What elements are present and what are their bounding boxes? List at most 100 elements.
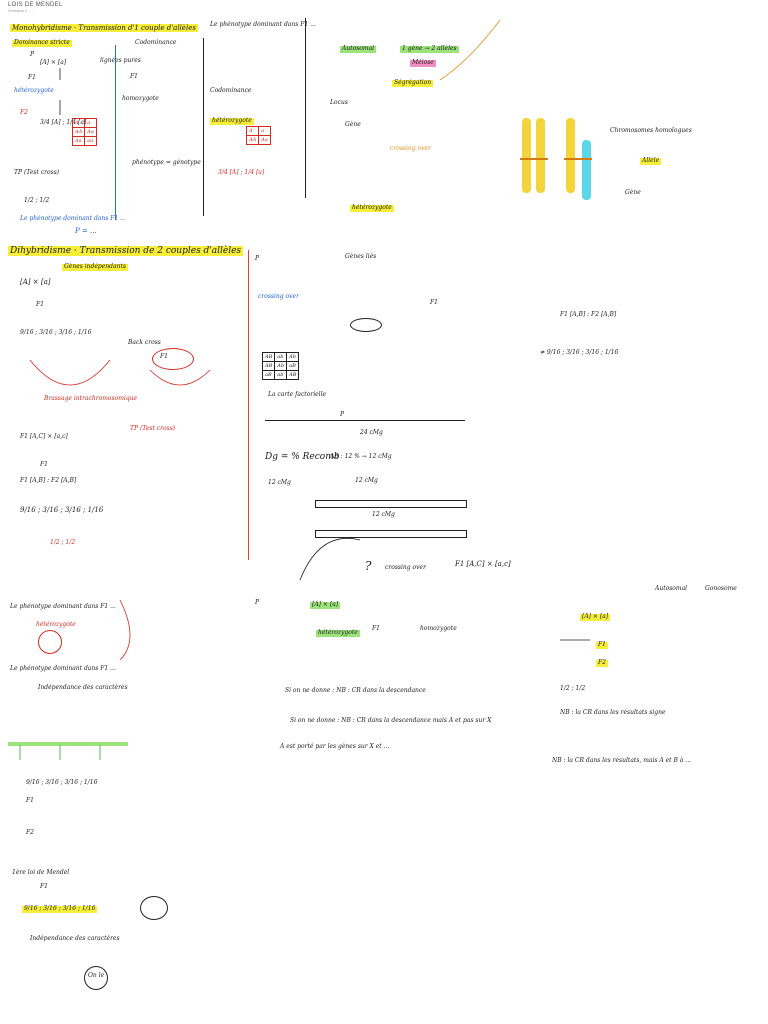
lower-mid-legend: homozygote	[420, 625, 457, 632]
ratio-note: 3/4 [A] ; 1/4 [a]	[40, 119, 87, 126]
di-f1: F1	[36, 301, 44, 308]
codom-f1: F1	[130, 73, 138, 80]
lr-autosomal: Autosomal	[655, 585, 688, 592]
lr-nb1: NB : la CR dans les résultats signe	[560, 709, 666, 716]
codominance-divider	[115, 45, 116, 220]
lower-f1: F1	[26, 797, 34, 804]
comment-note: crossing over	[385, 564, 426, 571]
mendel-law-title: 1ère loi de Mendel	[12, 869, 70, 876]
locus-note: Locus	[330, 99, 348, 106]
top-mid-divider	[305, 18, 306, 198]
bc-f1: F1	[160, 353, 168, 360]
note-cr: Si on ne donne : NB : CR dans la descend…	[285, 687, 426, 694]
red-note-f2: F2	[20, 109, 28, 116]
map-line-1	[265, 420, 465, 421]
page-header: LOIS DE MENDEL Semaine 1 · ...	[8, 2, 63, 13]
f1-label: F1	[28, 74, 36, 81]
lower-intro: Le phénotype dominant dans F1 ...	[10, 603, 116, 610]
yellow-bottom-note: hétérozygote	[350, 204, 394, 212]
mono-title: Monohybridisme · Transmission d'1 couple…	[10, 24, 198, 33]
lower-mid-intro: P	[255, 599, 260, 606]
pure-lines-note: lignées pures	[100, 57, 141, 64]
codominance-title: Codominance	[135, 39, 177, 46]
di-intra-cross: F1 [A,C] × [a,c]	[20, 433, 68, 440]
lower-red-note: hétérozygote	[36, 621, 76, 628]
mid-highlight: hétérozygote	[210, 117, 254, 125]
lower-red-circle	[38, 630, 62, 654]
cross-aa: [A] × [a]	[40, 59, 67, 66]
bar-cmg: 12 cMg	[372, 511, 395, 518]
dihybride-title: Dihybridisme · Transmission de 2 couples…	[8, 246, 244, 257]
mid-red-divider	[248, 250, 249, 560]
blue-summary: Le phénotype dominant dans F1 ...	[20, 215, 126, 222]
green-label-2: 1 gène → 2 allèles	[400, 45, 459, 53]
di-numbers: 9/16 ; 3/16 ; 3/16 ; 1/16	[20, 506, 104, 514]
p-label: P	[30, 51, 35, 58]
mendel-highlight: 9/16 ; 3/16 ; 3/16 ; 1/16	[22, 905, 98, 913]
orange-note: crossing over	[390, 145, 431, 152]
circle-text: On le	[88, 972, 105, 979]
dominance-title: Dominance stricte	[12, 39, 72, 47]
map-label-a: P	[340, 411, 345, 418]
pheno-geno-note: phénotype = génotype	[132, 159, 201, 166]
page-subtitle: Semaine 1 · ...	[8, 8, 35, 13]
mendel-f1: F1	[40, 883, 48, 890]
lies-p: P	[255, 255, 260, 262]
mid-red-note: 3/4 [A] ; 1/4 [a]	[218, 169, 265, 176]
blue-note-dominance: hétérozygote	[14, 87, 54, 94]
map-cmg-24: 24 cMg	[360, 429, 383, 436]
di-red-brassage: Brassage intrachromosomique	[44, 395, 138, 402]
lower-mid-green2: hétérozygote	[316, 629, 360, 637]
gene-note: Gène	[345, 121, 361, 128]
chromosome-4	[582, 140, 591, 200]
lr-ratio: 1/2 ; 1/2	[560, 685, 586, 692]
lr-gonosome: Gonosome	[705, 585, 737, 592]
di-f1-2: F1	[40, 461, 48, 468]
yellow-segregation: Ségrégation	[392, 79, 434, 87]
di-red-fractions: 1/2 ; 1/2	[50, 539, 76, 546]
independants-title: Gènes indépendants	[62, 263, 128, 271]
formula-p: P = ...	[75, 227, 97, 235]
chrom-homolog-label: Chromosomes homologues	[610, 127, 692, 134]
mid-codom-note: Codominance	[210, 87, 252, 94]
lr-f2: F2	[596, 659, 608, 667]
chrom-bar-2	[315, 530, 467, 538]
lies-blue-note: crossing over	[258, 293, 299, 300]
chrom-gene-label: Gène	[625, 189, 641, 196]
lower-pheno: Le phénotype dominant dans F1 ...	[10, 665, 116, 672]
top-left-divider	[203, 38, 204, 216]
locus-band-2	[564, 158, 592, 160]
locus-band-1	[520, 158, 548, 160]
pink-meiose: Méiose	[410, 59, 436, 67]
lower-mid-f1: F1	[372, 625, 380, 632]
carte-factorielle: La carte factorielle	[268, 391, 327, 398]
bc-red-test: TP (Test cross)	[130, 425, 176, 432]
mendel-circle	[140, 896, 168, 920]
mid-intro: Le phénotype dominant dans F1 ...	[210, 21, 316, 28]
lies-f1-cross: F1 [A,B] : F2 [A,B]	[560, 311, 617, 318]
lies-title: Gènes liés	[345, 253, 377, 260]
recomb-title: Dg = % Recomb	[265, 452, 340, 462]
recomb-values: AB : 12 % → 12 cMg	[330, 453, 392, 460]
chrom-allele-label: Allèle	[640, 157, 662, 165]
di-f-values: F1 [A,B] : F2 [A,B]	[20, 477, 77, 484]
chrom-bar-1	[315, 500, 467, 508]
lr-f1: F1	[596, 641, 608, 649]
recomb-ac: 12 cMg	[355, 477, 378, 484]
note-final: A est porté par les gènes sur X et ...	[280, 743, 390, 750]
chromosome-2	[522, 118, 531, 193]
backcross-ratio: 1/2 ; 1/2	[24, 197, 50, 204]
di-p-cross: [A] × [a]	[20, 278, 51, 286]
backcross-title: Back cross	[128, 339, 161, 346]
lower-ratio: 9/16 ; 3/16 ; 3/16 ; 1/16	[26, 779, 98, 786]
green-label: Autosomal	[340, 45, 377, 53]
lr-nb2: NB : la CR dans les résultats, mais A et…	[552, 757, 692, 764]
di-ratio: 9/16 ; 3/16 ; 3/16 ; 1/16	[20, 329, 92, 336]
lr-cross: [A] × [a]	[580, 613, 611, 621]
recomb-ab: 12 cMg	[268, 479, 291, 486]
codom-homozygote: homozygote	[122, 95, 159, 102]
lower-mendel-summary: Indépendance des caractères	[38, 684, 128, 691]
